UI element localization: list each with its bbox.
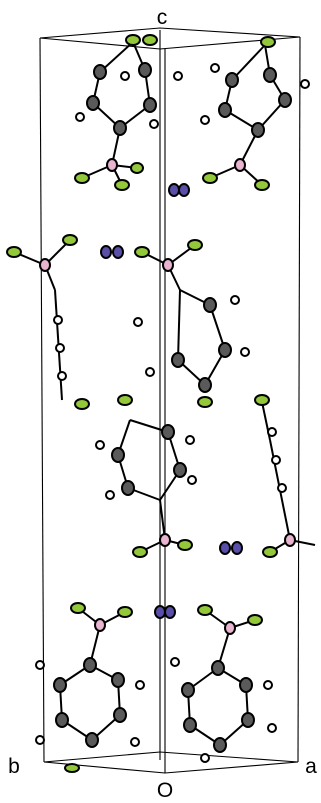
trifluoroborate-chain-left — [6, 234, 90, 410]
aryl-trifluoroborate-lower-center — [95, 419, 197, 558]
molecules — [6, 34, 316, 773]
iodine-pair-upper — [100, 245, 124, 259]
cell-top-edge-back — [39, 27, 301, 39]
cell-edge-right — [297, 36, 301, 763]
axis-label-origin: O — [157, 779, 173, 802]
axis-label-c: c — [157, 6, 168, 29]
aryl-trifluoroborate-top-right — [173, 36, 310, 191]
unit-cell-edges — [39, 27, 301, 774]
cell-edge-left — [39, 37, 45, 763]
aryl-trifluoroborate-bottom-left — [35, 602, 145, 773]
axis-label-b: b — [8, 755, 20, 778]
iodine-pair-lower — [219, 541, 243, 555]
iodine-pair-bottom — [154, 605, 176, 619]
trifluoroborate-chain-right — [254, 394, 316, 558]
cell-bottom-edge-back — [43, 751, 299, 763]
cell-bottom-edge-front — [43, 761, 299, 774]
axis-label-a: a — [305, 755, 317, 778]
aryl-trifluoroborate-center — [117, 239, 250, 408]
aryl-trifluoroborate-bottom-right — [170, 604, 277, 763]
aryl-trifluoroborate-top-left — [74, 34, 159, 191]
iodine-pair-top — [168, 183, 190, 197]
